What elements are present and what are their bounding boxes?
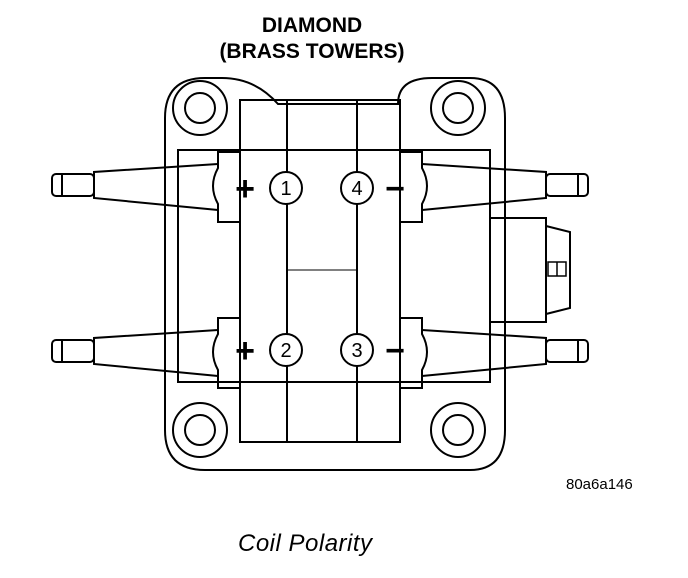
tower-1-polarity: + (235, 170, 255, 208)
tower-1-circle (269, 171, 303, 205)
figure-caption: Coil Polarity (238, 530, 373, 557)
tower-2-circle (269, 333, 303, 367)
diagram-title: DIAMOND (261, 14, 363, 37)
mounting-boss-top-left (172, 80, 228, 136)
mounting-boss-bottom-left (172, 402, 228, 458)
tower-4-terminal (400, 151, 589, 223)
tower-3-number: 3 (351, 340, 362, 362)
tower-2-polarity: + (235, 332, 255, 370)
tower-2-number: 2 (280, 340, 291, 362)
tower-1-terminal (51, 151, 240, 223)
tower-3-terminal (400, 317, 589, 389)
tower-4-polarity: − (385, 170, 405, 208)
mounting-boss-top-right (430, 80, 486, 136)
tower-3-polarity: − (385, 332, 405, 370)
tower-1-number: 1 (280, 178, 291, 200)
tower-4-number: 4 (351, 178, 362, 200)
figure-part-number: 80a6a146 (566, 476, 633, 493)
mounting-boss-bottom-right (430, 402, 486, 458)
tower-2-terminal (51, 317, 240, 389)
electrical-connector (489, 217, 571, 323)
tower-3-circle (340, 333, 374, 367)
coil-body (239, 99, 401, 443)
diagram-subtitle: (BRASS TOWERS) (219, 40, 405, 63)
tower-4-circle (340, 171, 374, 205)
coil-housing (164, 77, 506, 471)
